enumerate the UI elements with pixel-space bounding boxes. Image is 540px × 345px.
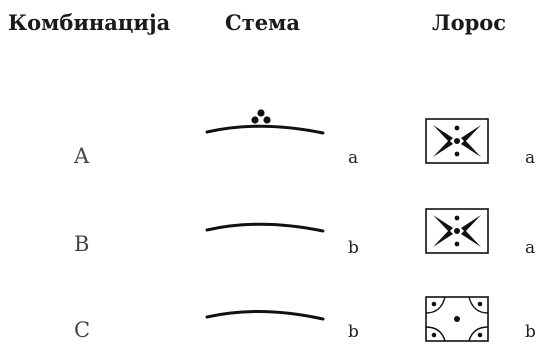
stem-diagram-a — [205, 109, 325, 135]
stem-diagram-c — [205, 309, 325, 321]
header-lores: Лорос — [432, 10, 507, 35]
lores-pattern-cross-b — [425, 208, 489, 254]
lores-pattern-cross-a — [425, 118, 489, 164]
lores-label-a: a — [525, 148, 536, 168]
stem-label-c: b — [348, 322, 359, 342]
lores-label-c: b — [525, 322, 536, 342]
combination-label-a: A — [74, 144, 90, 168]
stem-label-a: a — [348, 148, 359, 168]
lores-label-b: a — [525, 238, 536, 258]
stem-diagram-b — [205, 222, 325, 233]
lores-pattern-arcs-c — [425, 296, 489, 342]
combination-label-b: B — [74, 232, 90, 256]
combination-label-c: C — [74, 318, 91, 342]
header-stem: Стема — [225, 10, 300, 35]
stem-label-b: b — [348, 238, 359, 258]
header-combination: Комбинација — [8, 10, 171, 35]
